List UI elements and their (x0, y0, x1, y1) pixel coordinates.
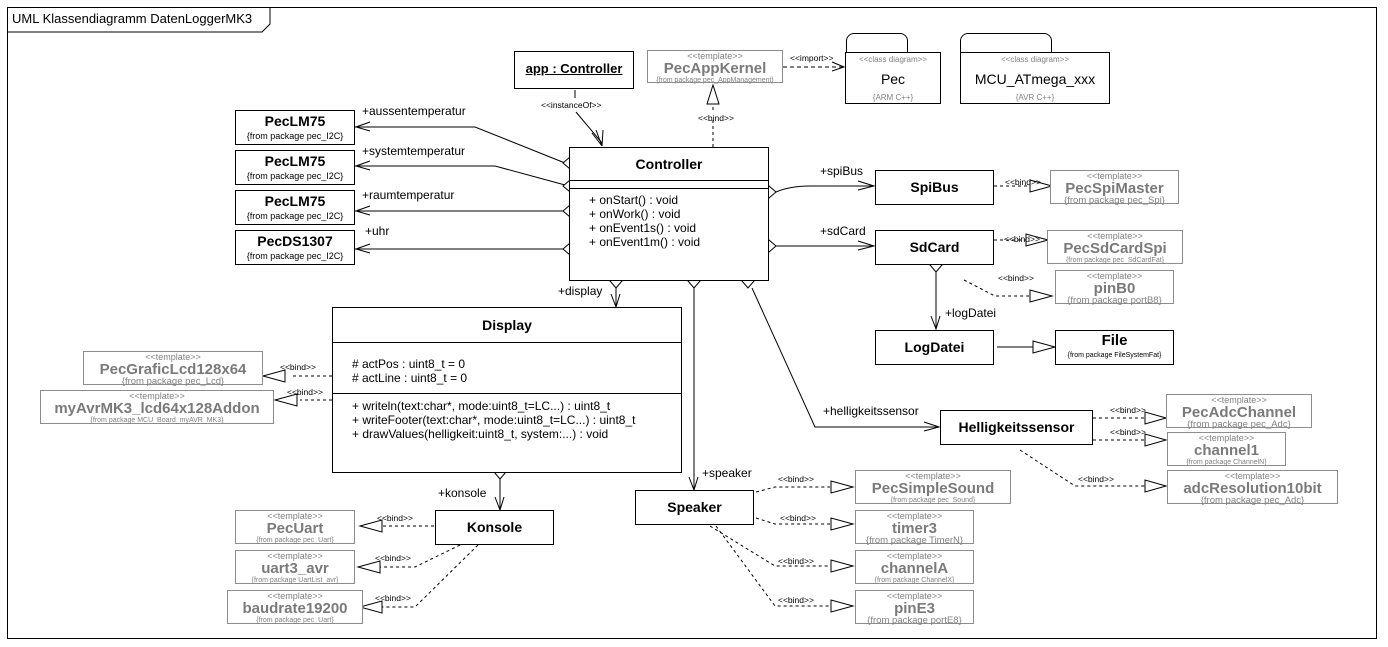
diagram-frame (7, 7, 1377, 639)
controller-attributes (570, 180, 768, 188)
operation: + onEvent1s() : void (589, 221, 697, 235)
role-aussentemperatur: +aussentemperatur (362, 104, 466, 118)
assoc-systemtemperatur (355, 165, 566, 186)
template-baudrate19200[interactable]: <<template>> baudrate19200 {from package… (227, 590, 363, 624)
package-tab-mcu (960, 33, 1052, 53)
display-attributes: # actPos : uint8_t = 0 # actLine : uint8… (333, 342, 681, 393)
bind-label: <<bind>> (375, 593, 411, 603)
role-display: +display (558, 284, 603, 298)
template-channel1[interactable]: <<template>> channel1 {from package Chan… (1167, 432, 1286, 466)
import-arrowhead (831, 61, 846, 72)
role-spibus: +spiBus (820, 164, 864, 178)
role-speaker: +speaker (702, 466, 752, 480)
operation: + writeFooter(text:char*, mode:uint8_t=L… (352, 413, 636, 427)
class-pecds1307[interactable]: PecDS1307 {from package pec_I2C} (235, 230, 355, 265)
template-myavrmk3-lcd64x128addon[interactable]: <<template>> myAvrMK3_lcd64x128Addon {fr… (40, 390, 274, 424)
operation: + writeln(text:char*, mode:uint8_t=LC...… (352, 399, 611, 413)
class-peclm75-aussen[interactable]: PecLM75 {from package pec_I2C} (235, 110, 355, 145)
frame-title-tab (8, 8, 271, 33)
template-pecsimplesound[interactable]: <<template>> PecSimpleSound {from packag… (855, 470, 1011, 504)
class-controller[interactable]: Controller + onStart() : void + onWork()… (569, 147, 769, 281)
class-spibus[interactable]: SpiBus (875, 170, 994, 205)
class-speaker[interactable]: Speaker (635, 490, 754, 525)
operation: + onEvent1m() : void (589, 235, 701, 249)
class-display[interactable]: Display # actPos : uint8_t = 0 # actLine… (332, 307, 682, 473)
role-konsole: +konsole (438, 486, 487, 500)
role-logdatei: +logDatei (945, 306, 997, 320)
class-logdatei[interactable]: LogDatei (875, 330, 994, 365)
instanceof-link (574, 90, 603, 144)
bind-label: <<bind>> (1110, 427, 1146, 437)
package-mcu-atmega[interactable]: <<class diagram>> MCU_ATmega_xxx {AVR C+… (960, 52, 1110, 104)
class-peclm75-system[interactable]: PecLM75 {from package pec_I2C} (235, 150, 355, 185)
role-sdcard: +sdCard (820, 224, 866, 238)
role-raumtemperatur: +raumtemperatur (362, 188, 455, 202)
instanceof-arrowhead (591, 129, 604, 147)
template-pecspimaster[interactable]: <<template>> PecSpiMaster {from package … (1050, 170, 1179, 206)
assoc-aussentemperatur (355, 126, 566, 164)
operation: + onStart() : void (589, 193, 679, 207)
diagram-title: UML Klassendiagramm DatenLoggerMK3 (12, 11, 253, 26)
class-konsole[interactable]: Konsole (435, 510, 554, 545)
bind-label: <<bind>> (287, 387, 323, 397)
operation: + onWork() : void (589, 207, 681, 221)
bind-label: <<bind>> (280, 362, 316, 372)
bind-label: <<bind>> (1110, 405, 1146, 415)
class-peclm75-raum[interactable]: PecLM75 {from package pec_I2C} (235, 190, 355, 225)
bind-label: <<bind>> (1078, 474, 1114, 484)
package-tab-pec (846, 33, 908, 53)
bind-label: <<bind>> (778, 556, 814, 566)
role-uhr: +uhr (365, 224, 390, 238)
role-helligkeitssensor: +helligkeitssensor (823, 404, 919, 418)
import-label: <<import>> (790, 53, 834, 63)
template-pecadcchannel[interactable]: <<template>> PecAdcChannel {from package… (1166, 394, 1312, 430)
template-pinb0[interactable]: <<template>> pinB0 {from package portB8} (1055, 270, 1174, 306)
package-pec[interactable]: <<class diagram>> Pec {ARM C++} (845, 52, 941, 104)
bind-label: <<bind>> (998, 273, 1034, 283)
object-app-controller[interactable]: app : Controller (514, 51, 634, 89)
template-pecgraficlcd128x64[interactable]: <<template>> PecGraficLcd128x64 {from pa… (83, 351, 263, 387)
template-pecappkernel[interactable]: <<template>> PecAppKernel {from package … (647, 50, 783, 84)
instanceof-label: <<instanceOf>> (541, 100, 602, 110)
controller-operations: + onStart() : void + onWork() : void + o… (570, 188, 768, 249)
bind-label: <<bind>> (1004, 234, 1040, 244)
bind-label: <<bind>> (778, 595, 814, 605)
assoc-helligkeitssensor (751, 287, 938, 428)
class-sdcard[interactable]: SdCard (875, 230, 994, 265)
bind-label: <<bind>> (1005, 177, 1041, 187)
class-file[interactable]: File {from package FileSystemFat} (1055, 330, 1174, 365)
bind-label: <<bind>> (698, 113, 734, 123)
bind-label: <<bind>> (778, 474, 814, 484)
template-timer3[interactable]: <<template>> timer3 {from package TimerN… (855, 510, 974, 546)
template-pecsdcardspi[interactable]: <<template>> PecSdCardSpi {from package … (1047, 230, 1183, 264)
display-operations: + writeln(text:char*, mode:uint8_t=LC...… (333, 393, 681, 441)
bind-label: <<bind>> (375, 553, 411, 563)
role-systemtemperatur: +systemtemperatur (362, 144, 466, 158)
template-pine3[interactable]: <<template>> pinE3 {from package portE8} (855, 590, 974, 626)
assoc-spibus (775, 185, 873, 193)
bind-label: <<bind>> (780, 513, 816, 523)
template-pecuart[interactable]: <<template>> PecUart {from package pec_U… (235, 510, 355, 544)
template-channela[interactable]: <<template>> channelA {from package Chan… (855, 550, 974, 584)
class-helligkeitssensor[interactable]: Helligkeitssensor (940, 410, 1093, 445)
bind-label: <<bind>> (377, 513, 413, 523)
attribute: # actPos : uint8_t = 0 (352, 357, 466, 371)
template-adcresolution10bit[interactable]: <<template>> adcResolution10bit {from pa… (1167, 470, 1338, 506)
attribute: # actLine : uint8_t = 0 (352, 371, 468, 385)
realization-arrowhead (706, 83, 720, 105)
template-uart3-avr[interactable]: <<template>> uart3_avr {from package Uar… (235, 550, 355, 584)
operation: + drawValues(helligkeit:uint8_t, system:… (352, 427, 609, 441)
